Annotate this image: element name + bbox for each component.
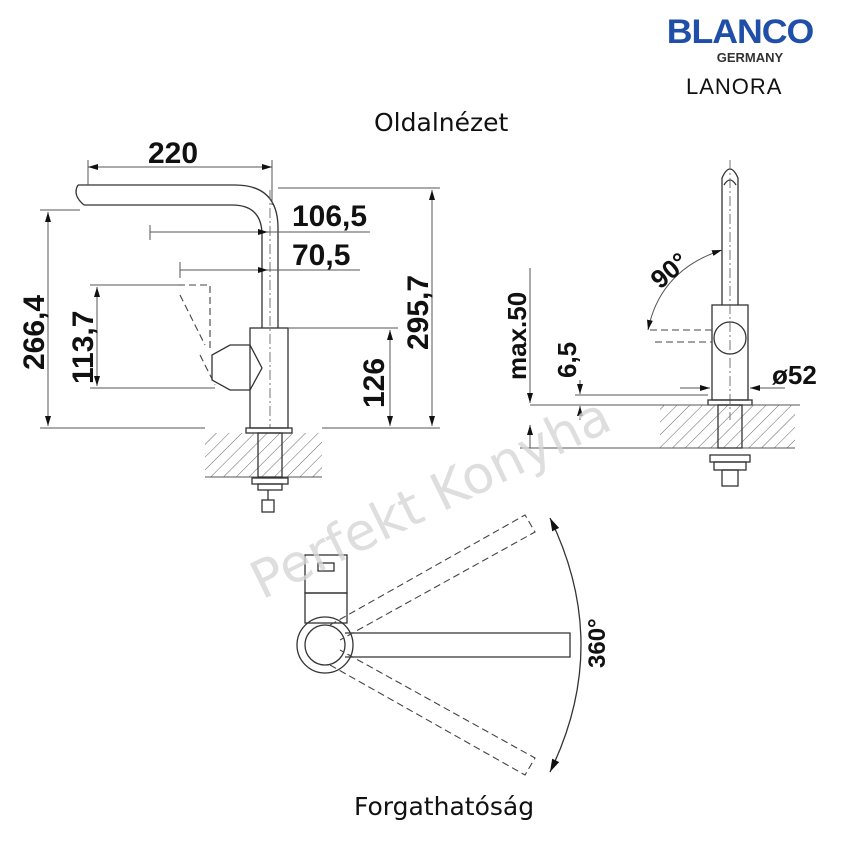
dim-70-5: 70,5	[292, 239, 350, 272]
dim-106-5: 106,5	[292, 200, 367, 233]
front-view-dimensions: max.50 6,5 ø52	[502, 268, 817, 449]
rotation-view-title: Forgathatóság	[354, 792, 535, 821]
watermark: Perfekt Konyha	[241, 386, 620, 612]
dim-90-deg: 90°	[645, 246, 694, 294]
dim-266-4: 266,4	[18, 295, 51, 370]
logo-brand: BLANCO	[666, 13, 814, 51]
dim-max-50: max.50	[502, 292, 532, 380]
side-view-title: Oldalnézet	[374, 108, 509, 137]
rotation-view: 360°	[296, 514, 611, 776]
logo-sub: GERMANY	[716, 50, 784, 65]
dim-diameter-52: ø52	[772, 360, 817, 390]
side-view-faucet	[75, 184, 322, 513]
dim-126: 126	[358, 358, 391, 408]
side-view-dimensions: 220 106,5 70,5 266,4 113,7 126 295,7	[18, 137, 440, 429]
dim-113-7: 113,7	[67, 311, 100, 384]
dim-295-7: 295,7	[402, 275, 435, 350]
blanco-logo: BLANCO GERMANY	[662, 14, 818, 65]
dim-6-5: 6,5	[552, 342, 582, 378]
dim-220: 220	[148, 137, 198, 170]
model-name: LANORA	[686, 74, 783, 99]
rotation-360-deg: 360°	[584, 618, 611, 668]
